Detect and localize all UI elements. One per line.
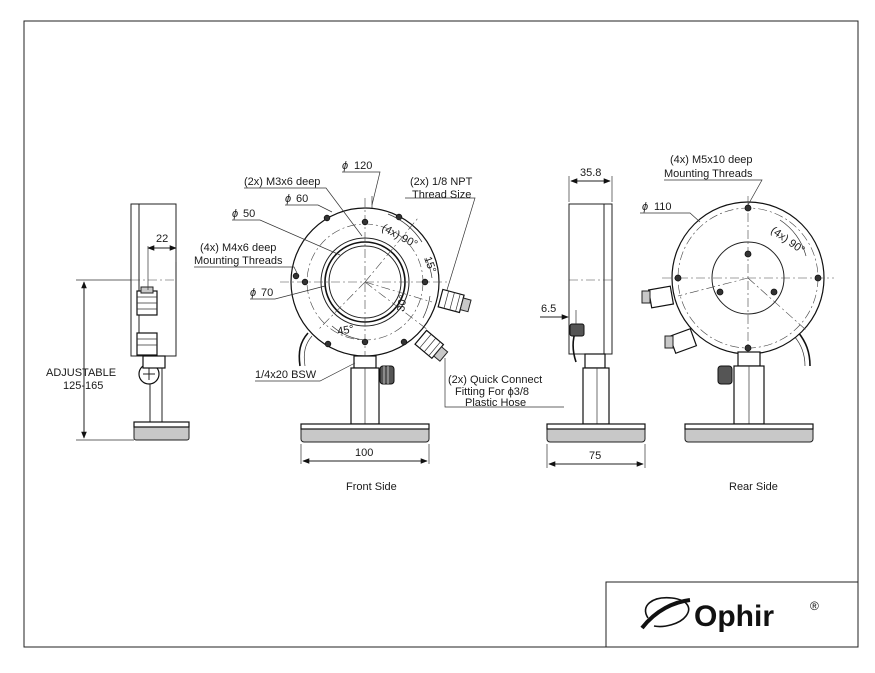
angle-45: 45°: [336, 323, 354, 338]
dim-75-label: 75: [589, 450, 601, 462]
logo-box: [605, 581, 859, 648]
m4-callout-line1: (4x) M4x6 deep: [200, 242, 276, 254]
drawing-frame: [23, 20, 859, 648]
front-view: [194, 171, 564, 464]
ophir-swoosh-icon: [640, 596, 691, 630]
m5-callout-line1: (4x) M5x10 deep: [670, 154, 753, 166]
npt-callout-line1: (2x) 1/8 NPT: [410, 176, 473, 188]
d60-label: 60: [296, 193, 308, 205]
d120-symbol: ϕ: [342, 160, 348, 172]
m3-callout: (2x) M3x6 deep: [244, 176, 320, 188]
rear-side-label: Rear Side: [729, 481, 778, 493]
side-view: [76, 203, 190, 441]
dim-6-5-label: 6.5: [541, 303, 556, 315]
qc-callout-line3: Plastic Hose: [465, 397, 526, 409]
dim-100-label: 100: [355, 447, 373, 459]
front-side-label: Front Side: [346, 481, 397, 493]
d70-symbol: ϕ: [250, 287, 256, 299]
d110-symbol: ϕ: [642, 201, 648, 213]
profile-view: [540, 176, 646, 468]
rear-view: [640, 179, 834, 443]
qc-callout-line2: Fitting For ϕ3/8: [455, 386, 529, 398]
m4-callout-line2: Mounting Threads: [194, 255, 283, 267]
dim-22-label: 22: [156, 233, 168, 245]
adjustable-label: ADJUSTABLE: [46, 367, 116, 379]
d110-label: 110: [654, 201, 672, 213]
bsw-callout: 1/4x20 BSW: [255, 369, 317, 381]
adjustable-range-label: 125-165: [63, 380, 103, 392]
angle-30: 30°: [395, 294, 410, 312]
d70-label: 70: [261, 287, 273, 299]
d50-label: 50: [243, 208, 255, 220]
angle-15: 15°: [421, 255, 438, 275]
dim-35-8-label: 35.8: [580, 167, 601, 179]
qc-callout-line1: (2x) Quick Connect: [448, 374, 542, 386]
d50-symbol: ϕ: [232, 208, 238, 220]
d60-symbol: ϕ: [285, 193, 291, 205]
npt-callout-line2: Thread Size: [412, 189, 471, 201]
m5-callout-line2: Mounting Threads: [664, 168, 753, 180]
registered-mark: ®: [810, 599, 819, 613]
d120-label: 120: [354, 160, 372, 172]
brand-name: Ophir: [694, 600, 774, 633]
